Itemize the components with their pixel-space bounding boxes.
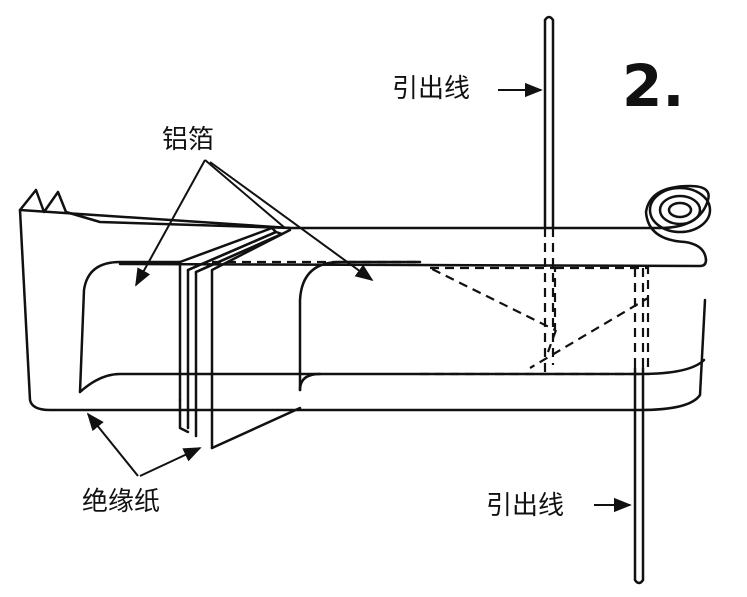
label-lead-wire-bottom: 引出线 bbox=[486, 491, 564, 521]
hidden-foil-edges bbox=[420, 266, 650, 376]
arrow-foil-left bbox=[135, 159, 206, 287]
lead-wire-bottom bbox=[633, 268, 645, 585]
insulating-paper-strip bbox=[18, 184, 712, 412]
aluminum-foil-sheets bbox=[78, 226, 422, 450]
arrow-foil-middle bbox=[204, 159, 286, 229]
arrow-paper-left bbox=[86, 412, 139, 477]
label-aluminum-foil: 铝箔 bbox=[162, 125, 214, 155]
lead-wire-top bbox=[543, 15, 555, 372]
label-insulating-paper: 绝缘纸 bbox=[82, 487, 160, 517]
arrow-paper-right bbox=[139, 447, 202, 477]
figure-number: 2. bbox=[622, 52, 684, 120]
label-lead-wire-top: 引出线 bbox=[392, 74, 470, 104]
arrow-foil-right bbox=[209, 161, 374, 282]
